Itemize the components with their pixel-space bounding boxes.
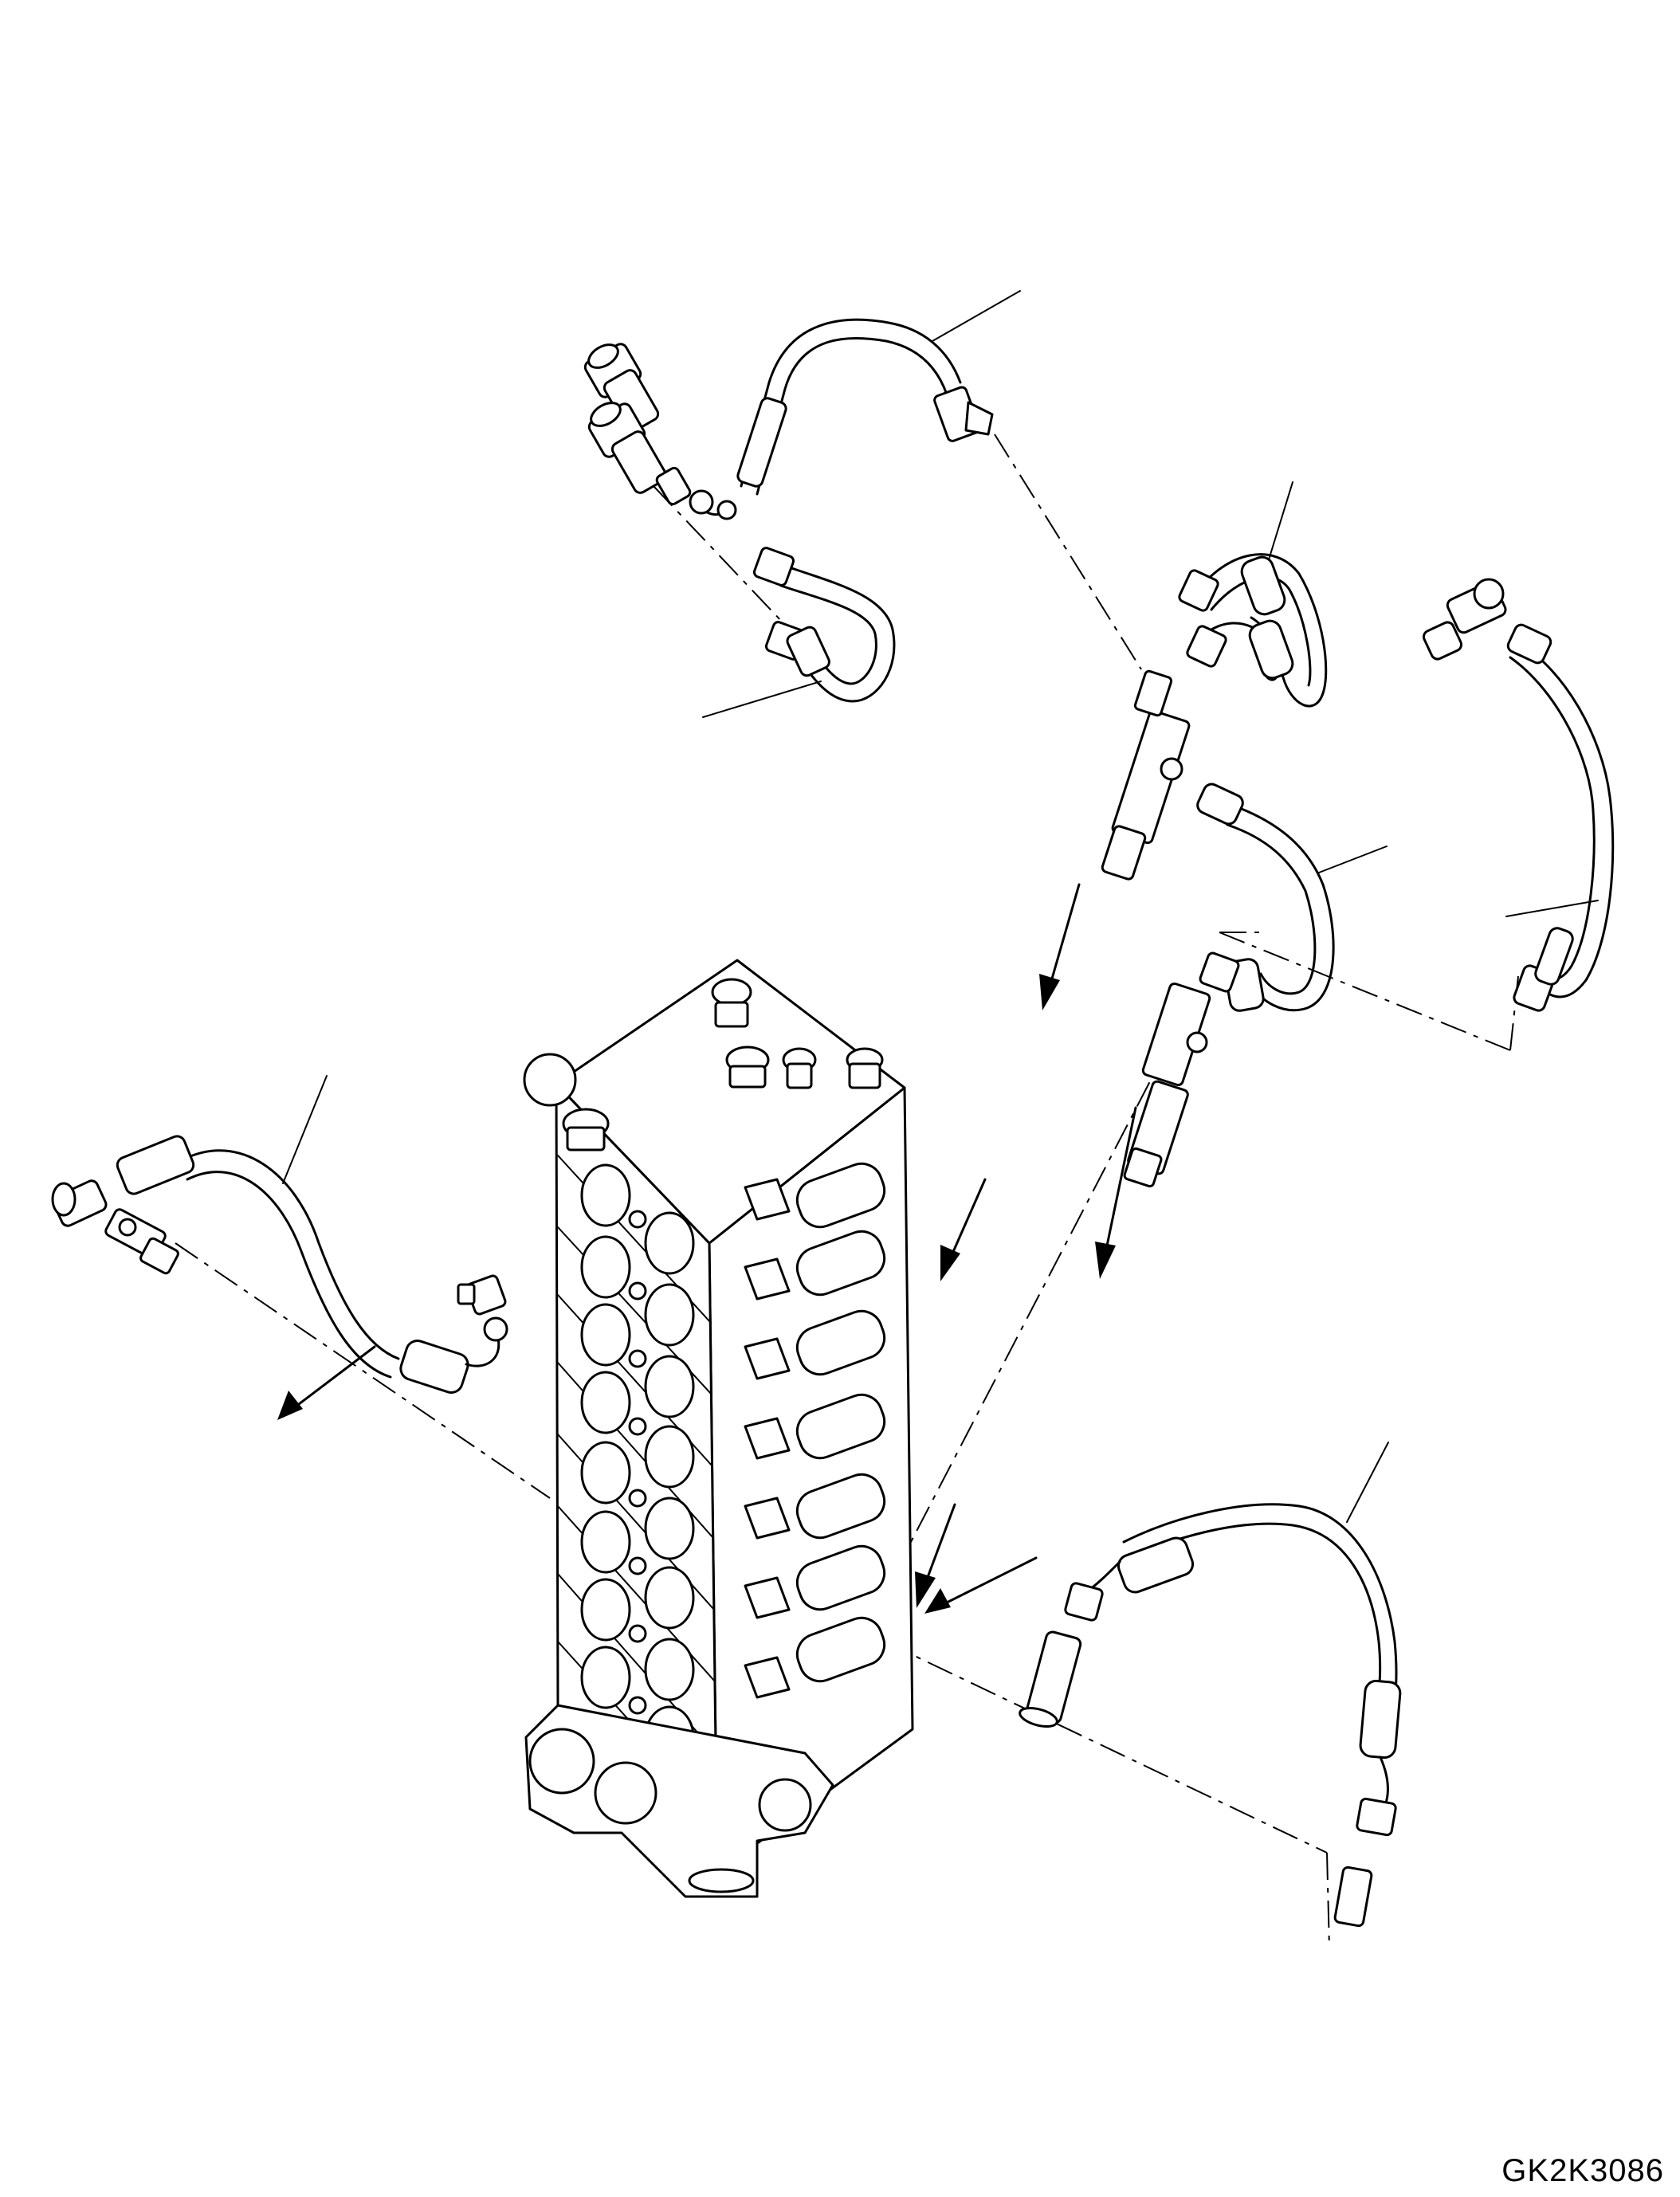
valve-spools <box>744 1162 886 1699</box>
arrow-head <box>924 1588 951 1614</box>
left-hose-assembly <box>51 1135 508 1394</box>
lower-right-hose <box>1019 1503 1402 1928</box>
valve-ports <box>580 1163 695 1769</box>
arrow-head <box>915 1571 936 1608</box>
control-valve-stack <box>523 959 914 1898</box>
leader-lines <box>282 290 1599 1523</box>
arrow-head <box>277 1391 303 1420</box>
arrow-head <box>940 1245 960 1281</box>
dashed-center-lines <box>175 434 1519 1949</box>
arrow-head <box>1095 1242 1116 1279</box>
upper-right-tee-and-loop <box>1101 553 1328 881</box>
drawing-id-label: GK2K3086 <box>1501 2153 1664 2188</box>
flow-arrows <box>277 883 1137 1614</box>
far-right-hose <box>1422 578 1615 1012</box>
valve-top-fittings <box>523 978 884 1151</box>
middle-right-hose <box>1123 783 1335 1188</box>
arrow-head <box>1039 974 1060 1010</box>
upper-left-hose-assembly <box>583 318 994 703</box>
